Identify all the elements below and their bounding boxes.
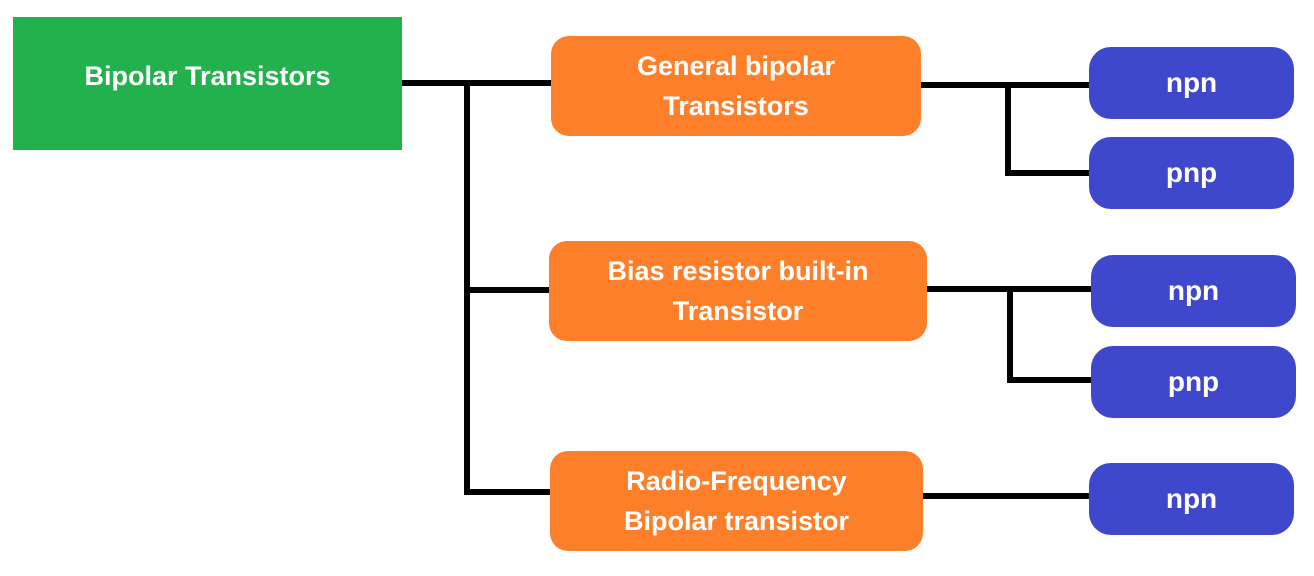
leaf-node-general-pnp: pnp	[1089, 137, 1294, 209]
category-node-label: General bipolar Transistors	[636, 51, 836, 121]
root-node-label: Bipolar Transistors	[84, 61, 331, 91]
leaf-node-label: npn	[1165, 67, 1218, 98]
root-node: Bipolar Transistors	[13, 17, 402, 150]
category-node-label: Radio-Frequency Bipolar transistor	[623, 466, 850, 536]
category-node-bias-resistor: Bias resistor built-in Transistor	[549, 241, 927, 341]
leaf-node-label: npn	[1165, 483, 1218, 514]
leaf-node-label: pnp	[1167, 366, 1220, 397]
leaf-node-rf-npn: npn	[1089, 463, 1294, 535]
leaf-node-general-npn: npn	[1089, 47, 1294, 119]
leaf-node-bias-npn: npn	[1091, 255, 1296, 327]
leaf-node-label: pnp	[1165, 157, 1218, 188]
leaf-node-bias-pnp: pnp	[1091, 346, 1296, 418]
leaf-node-label: npn	[1167, 275, 1220, 306]
category-node-radio-frequency: Radio-Frequency Bipolar transistor	[550, 451, 923, 551]
category-node-label: Bias resistor built-in Transistor	[607, 256, 869, 326]
category-node-general-bipolar: General bipolar Transistors	[551, 36, 921, 136]
